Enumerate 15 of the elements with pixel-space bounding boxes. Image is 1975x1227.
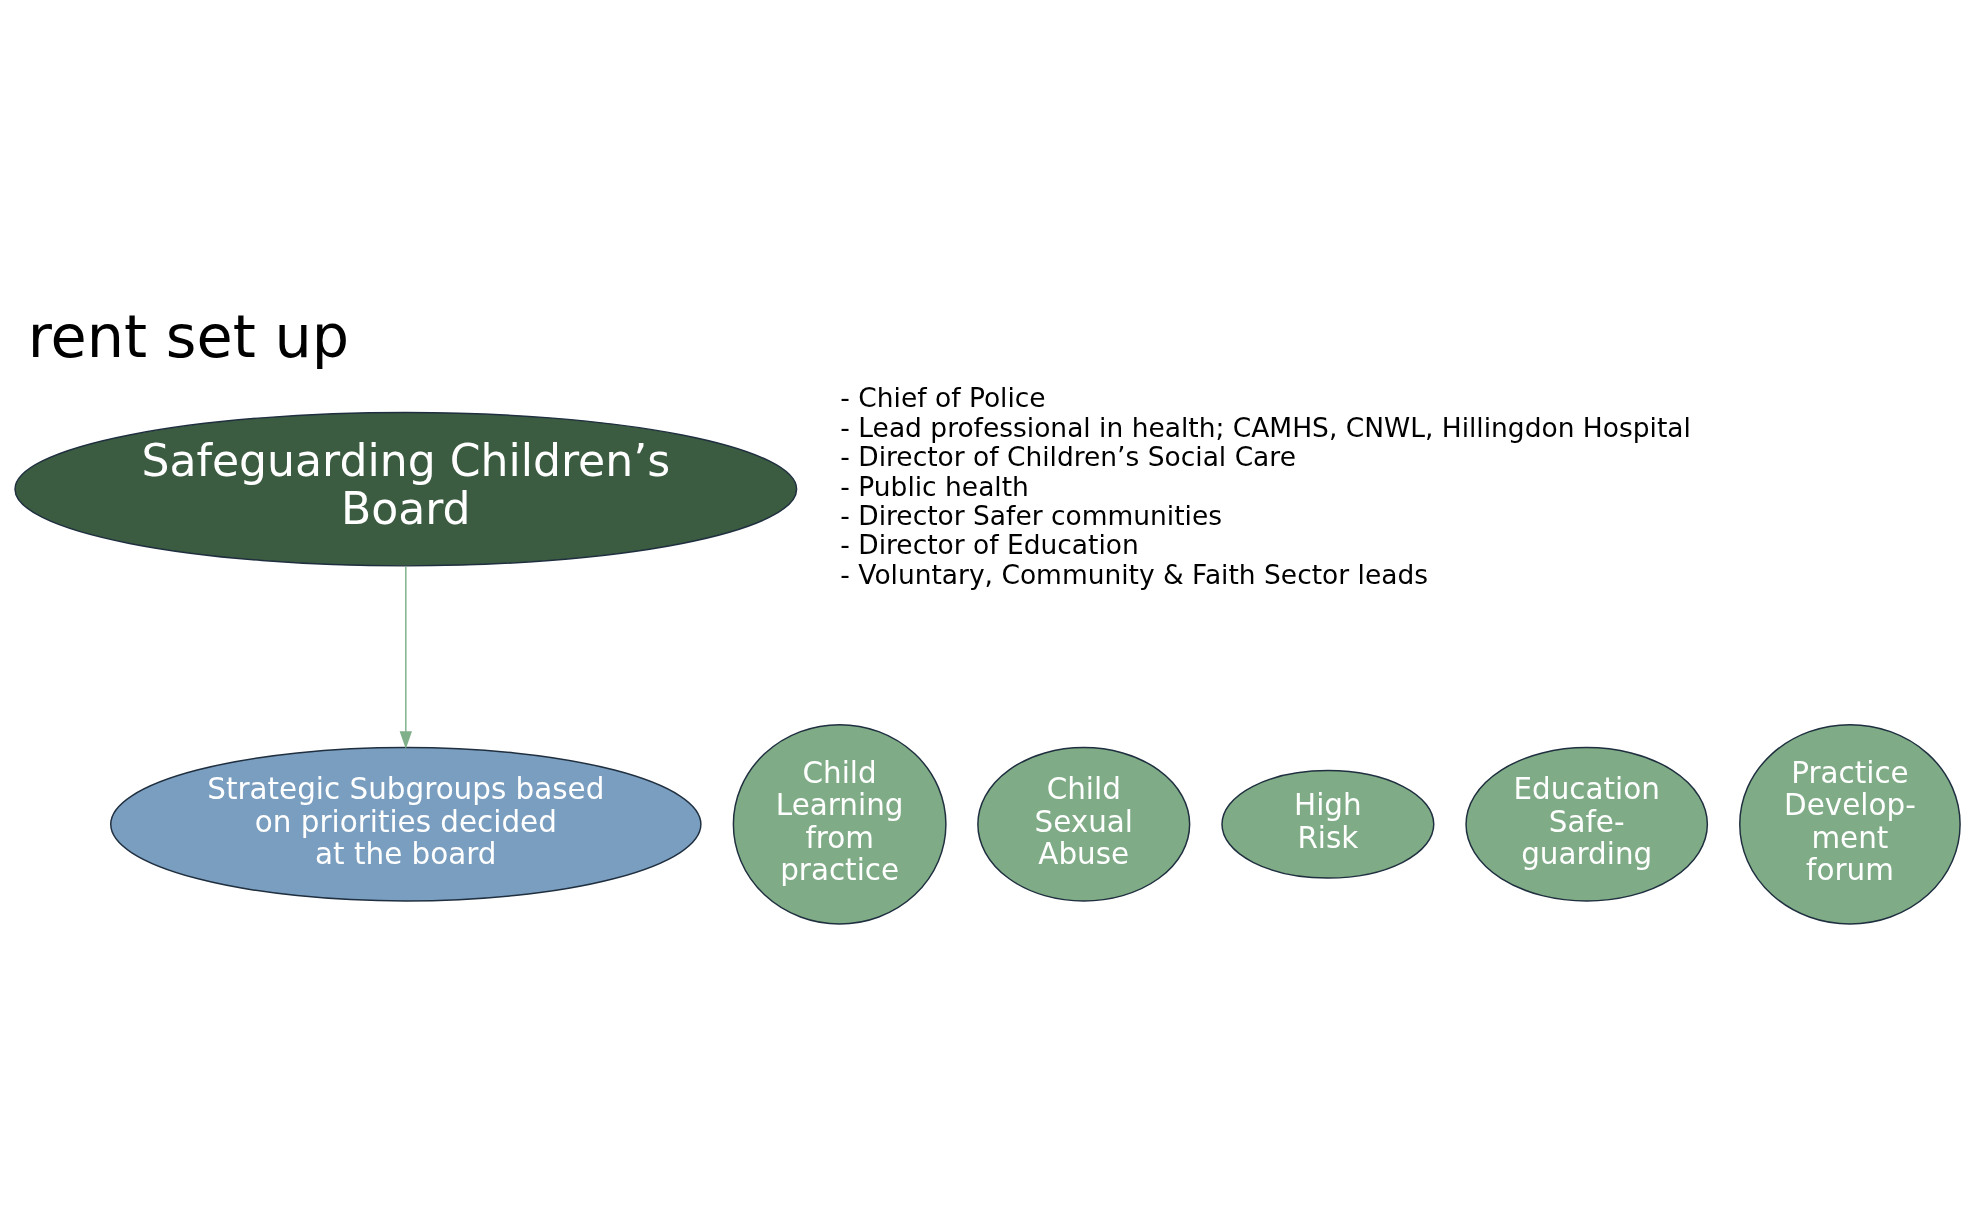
node-circle: Child Learning from practice [732, 723, 947, 925]
node-ellipse: Education Safe- guarding [1465, 746, 1709, 902]
node-ellipse: High Risk [1221, 769, 1435, 879]
label: - Voluntary, Community & Faith Sector leads [840, 558, 1429, 590]
label: - Public health [840, 470, 1029, 502]
arrow [399, 565, 412, 749]
node-ellipse: Safeguarding Children’s Board [14, 411, 798, 567]
label: - Chief of Police [840, 381, 1046, 413]
node-ellipse: Child Sexual Abuse [977, 746, 1191, 902]
label: - Director of Education [840, 528, 1139, 560]
node-ellipse: Strategic Subgroups based on priorities decided at the board [110, 746, 702, 902]
label: - Lead professional in health; CAMHS, CNWL, Hillingdon Hospital [840, 411, 1691, 443]
diagram-title: rent set up [27, 301, 350, 371]
node-circle: Practice Develop- ment forum [1739, 723, 1961, 925]
label: - Director Safer communities [840, 499, 1223, 531]
